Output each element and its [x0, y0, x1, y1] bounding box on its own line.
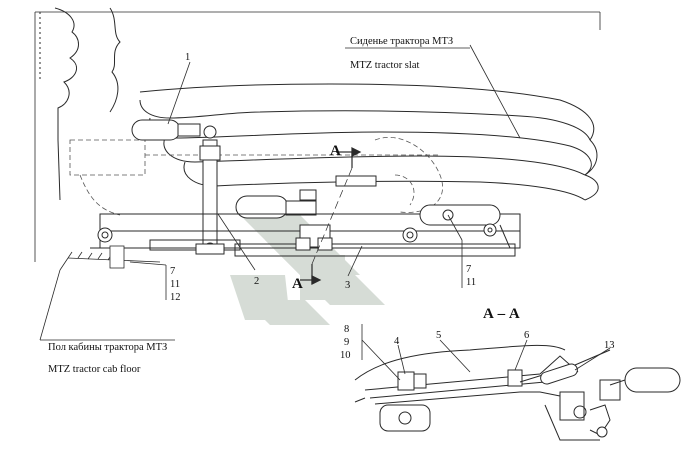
label-seat-ru: Сиденье трактора МТЗ: [350, 36, 453, 47]
callout-left-12: 12: [170, 292, 181, 303]
leader-lines: [39, 44, 521, 341]
callout-6: 6: [524, 330, 529, 341]
callout-3: 3: [345, 280, 350, 291]
section-mark-a-bottom: А: [292, 276, 303, 292]
bar-element: [335, 175, 377, 187]
cab-floor-hatch: [67, 245, 161, 269]
callout-right-7: 7: [466, 264, 471, 275]
watermark-logo: [230, 210, 385, 325]
operator-silhouette: [39, 7, 121, 201]
callout-4: 4: [394, 336, 400, 347]
callout-mid-9: 9: [344, 337, 349, 348]
label-floor-ru: Пол кабины трактора МТЗ: [48, 342, 167, 353]
callout-right-11: 11: [466, 277, 476, 288]
section-cut-marks: [300, 147, 362, 285]
section-a-a-detail: [354, 344, 681, 441]
callout-13: 13: [604, 340, 615, 351]
callout-5: 5: [436, 330, 441, 341]
section-title: А – А: [483, 306, 520, 322]
callout-2: 2: [254, 276, 259, 287]
vertical-rod-2: [199, 139, 221, 254]
lever-handle-mid: [235, 189, 317, 219]
label-floor-en: MTZ tractor cab floor: [48, 364, 141, 375]
slide-rail: [90, 204, 521, 257]
section-leaders: [361, 324, 611, 381]
callout-mid-8: 8: [344, 324, 349, 335]
callout-1: 1: [185, 52, 190, 63]
label-seat-en: MTZ tractor slat: [350, 60, 419, 71]
callout-mid-10: 10: [340, 350, 351, 361]
section-mark-a-top: А: [330, 143, 341, 159]
seat-cushion: [139, 83, 599, 201]
hidden-outline-left: [69, 137, 443, 216]
callout-left-7: 7: [170, 266, 175, 277]
callout-left-11: 11: [170, 279, 180, 290]
lever-handle-1: [131, 119, 217, 141]
